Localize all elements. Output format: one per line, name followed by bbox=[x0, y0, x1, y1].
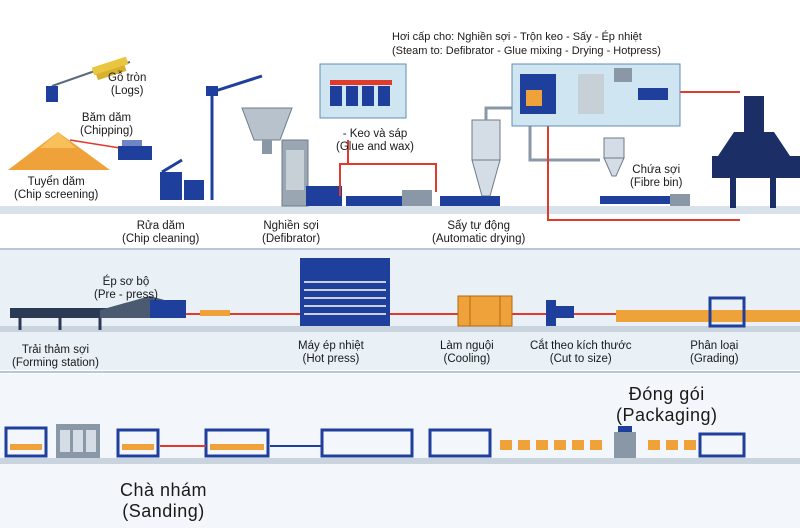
label-packaging-en: (Packaging) bbox=[616, 405, 718, 425]
row3-floor bbox=[0, 458, 800, 464]
label-fibre-bin: Chứa sợi (Fibre bin) bbox=[630, 164, 682, 190]
cut-saw bbox=[546, 300, 574, 326]
hot-press bbox=[300, 258, 390, 326]
steam-tower bbox=[712, 96, 800, 208]
label-chip-cleaning-en: (Chip cleaning) bbox=[122, 233, 200, 245]
label-chip-screening-vi: Tuyển dăm bbox=[27, 176, 85, 188]
label-sanding: Chà nhám (Sanding) bbox=[120, 480, 207, 522]
chip-pile bbox=[8, 132, 121, 170]
label-prepress-en: (Pre - press) bbox=[94, 289, 158, 301]
label-cooling-en: (Cooling) bbox=[443, 353, 491, 365]
label-logs: Gỗ tròn (Logs) bbox=[108, 72, 146, 98]
label-defibrator-en: (Defibrator) bbox=[262, 233, 321, 245]
label-chip-screening-en: (Chip screening) bbox=[14, 189, 99, 201]
label-cut-vi: Cắt theo kích thước bbox=[530, 340, 632, 352]
label-prepress-vi: Ép sơ bộ bbox=[102, 276, 150, 288]
label-prepress: Ép sơ bộ (Pre - press) bbox=[94, 276, 158, 302]
cooling-unit bbox=[457, 295, 513, 327]
label-drying: Sấy tự động (Automatic drying) bbox=[432, 220, 525, 246]
label-glue-wax-en: (Glue and wax) bbox=[336, 141, 414, 153]
label-cooling: Làm nguội (Cooling) bbox=[440, 340, 494, 366]
label-glue-wax: - Keo và sáp (Glue and wax) bbox=[336, 128, 414, 154]
label-cooling-vi: Làm nguội bbox=[440, 340, 494, 352]
prepress-unit bbox=[100, 296, 186, 318]
forming-station bbox=[10, 308, 110, 330]
floor-line bbox=[0, 206, 800, 214]
label-chipping-vi: Băm dăm bbox=[81, 112, 132, 124]
row3-frames bbox=[4, 426, 746, 458]
logs-crane bbox=[46, 56, 131, 102]
defibrator-unit bbox=[241, 107, 342, 207]
label-fibre-bin-en: (Fibre bin) bbox=[630, 177, 683, 189]
packaging-machine bbox=[614, 426, 636, 458]
label-forming-vi: Trải thảm sợi bbox=[21, 344, 90, 356]
label-hotpress: Máy ép nhiệt (Hot press) bbox=[298, 340, 364, 366]
steam-note-vi: Hơi cấp cho: Nghiền sợi - Trộn keo - Sấy… bbox=[392, 31, 642, 43]
grading-line bbox=[616, 296, 800, 328]
steam-note-en: (Steam to: Defibrator - Glue mixing - Dr… bbox=[392, 45, 661, 57]
label-drying-vi: Sấy tự động bbox=[447, 220, 510, 232]
label-grading-en: (Grading) bbox=[690, 353, 739, 365]
label-hotpress-vi: Máy ép nhiệt bbox=[298, 340, 364, 352]
row2-floor bbox=[0, 326, 800, 332]
steam-boiler bbox=[511, 63, 681, 127]
row3-boards bbox=[10, 440, 696, 450]
label-defibrator: Nghiền sợi (Defibrator) bbox=[262, 220, 320, 246]
label-chip-screening: Tuyển dăm (Chip screening) bbox=[14, 176, 98, 202]
chipper bbox=[118, 140, 152, 160]
label-sanding-en: (Sanding) bbox=[122, 501, 205, 521]
steam-note: Hơi cấp cho: Nghiền sợi - Trộn keo - Sấy… bbox=[392, 30, 661, 58]
label-chipping: Băm dăm (Chipping) bbox=[80, 112, 133, 138]
feed-conveyor bbox=[206, 74, 263, 200]
label-logs-en: (Logs) bbox=[110, 85, 144, 97]
label-sanding-vi: Chà nhám bbox=[120, 480, 208, 500]
label-logs-vi: Gỗ tròn bbox=[108, 72, 147, 84]
label-packaging-vi: Đóng gói bbox=[628, 384, 705, 404]
row2-line bbox=[186, 310, 616, 316]
label-forming-en: (Forming station) bbox=[12, 357, 99, 369]
label-chip-cleaning-vi: Rửa dăm bbox=[136, 220, 185, 232]
label-cut-en: (Cut to size) bbox=[549, 353, 612, 365]
label-forming: Trải thảm sợi (Forming station) bbox=[12, 344, 99, 370]
drying-duct bbox=[346, 190, 500, 206]
label-chipping-en: (Chipping) bbox=[80, 125, 134, 137]
label-cut: Cắt theo kích thước (Cut to size) bbox=[530, 340, 632, 366]
label-packaging: Đóng gói (Packaging) bbox=[616, 384, 718, 426]
chip-cleaning bbox=[160, 158, 204, 200]
label-fibre-bin-vi: Chứa sợi bbox=[632, 164, 681, 176]
label-hotpress-en: (Hot press) bbox=[302, 353, 360, 365]
label-grading: Phân loại (Grading) bbox=[690, 340, 739, 366]
label-glue-wax-vi: - Keo và sáp bbox=[342, 128, 408, 140]
fibre-bin bbox=[600, 137, 690, 206]
label-defibrator-vi: Nghiền sợi bbox=[263, 220, 319, 232]
label-grading-vi: Phân loại bbox=[690, 340, 739, 352]
sanding-machine bbox=[56, 424, 100, 458]
label-chip-cleaning: Rửa dăm (Chip cleaning) bbox=[122, 220, 199, 246]
row3-panel bbox=[0, 374, 800, 528]
label-drying-en: (Automatic drying) bbox=[432, 233, 526, 245]
glue-wax-tanks bbox=[319, 63, 407, 119]
